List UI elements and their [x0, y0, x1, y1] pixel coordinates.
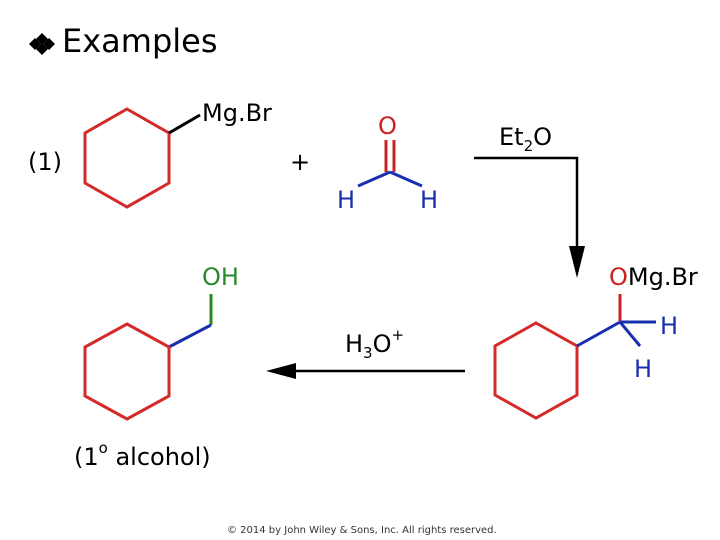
ch-bond-h2 [618, 321, 642, 347]
arrow-down-line [474, 156, 579, 250]
intermediate-ring [493, 321, 579, 420]
reagent-ether: Et2O [499, 123, 552, 155]
formaldehyde-h-right: H [420, 186, 438, 214]
ch-bond-left [357, 170, 391, 188]
step-label: (1) [28, 148, 62, 176]
product-ring-ch2-bond [168, 323, 212, 349]
formaldehyde-h-left: H [337, 186, 355, 214]
copyright-footer: © 2014 by John Wiley & Sons, Inc. All ri… [227, 525, 497, 536]
ring-ch2-bond [576, 320, 621, 348]
grignard-mgbr-label: Mg.Br [202, 99, 272, 127]
grignard-ring [83, 107, 171, 209]
product-caption: (1o alcohol) [74, 439, 211, 471]
intermediate-h2: H [634, 355, 652, 383]
intermediate-h1: H [660, 312, 678, 340]
slide-title: Examples [62, 22, 218, 60]
product-oh-label: OH [202, 263, 239, 291]
diamond-bullet-icon [29, 33, 55, 55]
plus-sign: + [290, 148, 310, 176]
ch-bond-right [389, 170, 423, 188]
grignard-c-mg-bond [168, 113, 201, 135]
reagent-hydronium: H3O+ [345, 326, 404, 362]
intermediate-omgbr-label: OMg.Br [609, 263, 698, 291]
product-ring [83, 322, 171, 421]
formaldehyde-oxygen: O [378, 112, 397, 140]
arrow-left-head [266, 363, 296, 379]
arrow-down-head [569, 246, 585, 278]
